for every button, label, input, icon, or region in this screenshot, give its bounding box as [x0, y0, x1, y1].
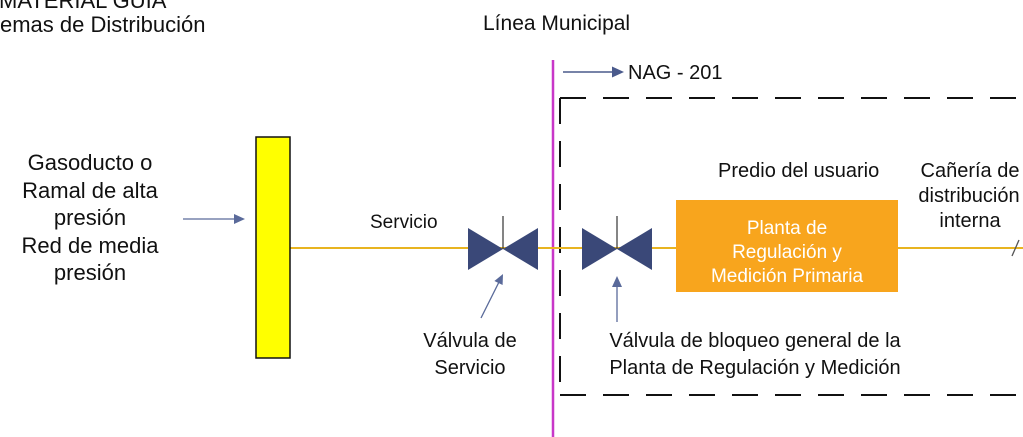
source-line-5: presión	[54, 260, 126, 285]
service-valve-label-2: Servicio	[434, 357, 505, 379]
service-valve-label-1: Válvula de	[423, 330, 516, 352]
plant-label-3: Medición Primaria	[711, 266, 863, 287]
plant-label-2: Regulación y	[732, 242, 842, 263]
internal-piping-label-3: interna	[939, 210, 1001, 232]
internal-piping-label-2: distribución	[918, 185, 1019, 207]
standard-arrow-head	[612, 66, 624, 78]
municipal-line-label: Línea Municipal	[483, 12, 630, 35]
service-valve-right	[503, 228, 538, 270]
user-property-label: Predio del usuario	[718, 160, 879, 182]
source-line-3: presión	[54, 205, 126, 230]
block-valve-label-2: Planta de Regulación y Medición	[609, 357, 900, 379]
header-subtitle: emas de Distribución	[0, 12, 205, 37]
user-property-boundary	[559, 97, 1023, 396]
service-valve-left	[468, 228, 503, 270]
block-valve-label-1: Válvula de bloqueo general de la	[609, 330, 901, 352]
regulation-plant-box	[676, 200, 898, 292]
block-valve-arrow-head	[612, 276, 622, 287]
internal-piping-label-1: Cañería de	[921, 160, 1020, 182]
pipe-break-mark	[1011, 239, 1020, 257]
source-line-1: Gasoducto o	[28, 150, 153, 175]
supply-manifold	[255, 136, 291, 359]
source-arrow-head	[234, 214, 245, 224]
standard-label: NAG - 201	[628, 62, 722, 84]
header-title: MATERIAL GUIA	[0, 0, 167, 13]
plant-label-1: Planta de	[747, 218, 827, 239]
service-label: Servicio	[370, 212, 438, 233]
service-valve-arrow-shaft	[480, 281, 500, 319]
service-valve-arrow-head	[494, 274, 503, 285]
source-line-4: Red de media	[22, 233, 160, 258]
service-valve-icon	[468, 216, 538, 270]
source-line-2: Ramal de alta	[22, 178, 159, 203]
block-valve-right	[617, 228, 652, 270]
block-valve-left	[582, 228, 617, 270]
block-valve-icon	[582, 216, 652, 270]
